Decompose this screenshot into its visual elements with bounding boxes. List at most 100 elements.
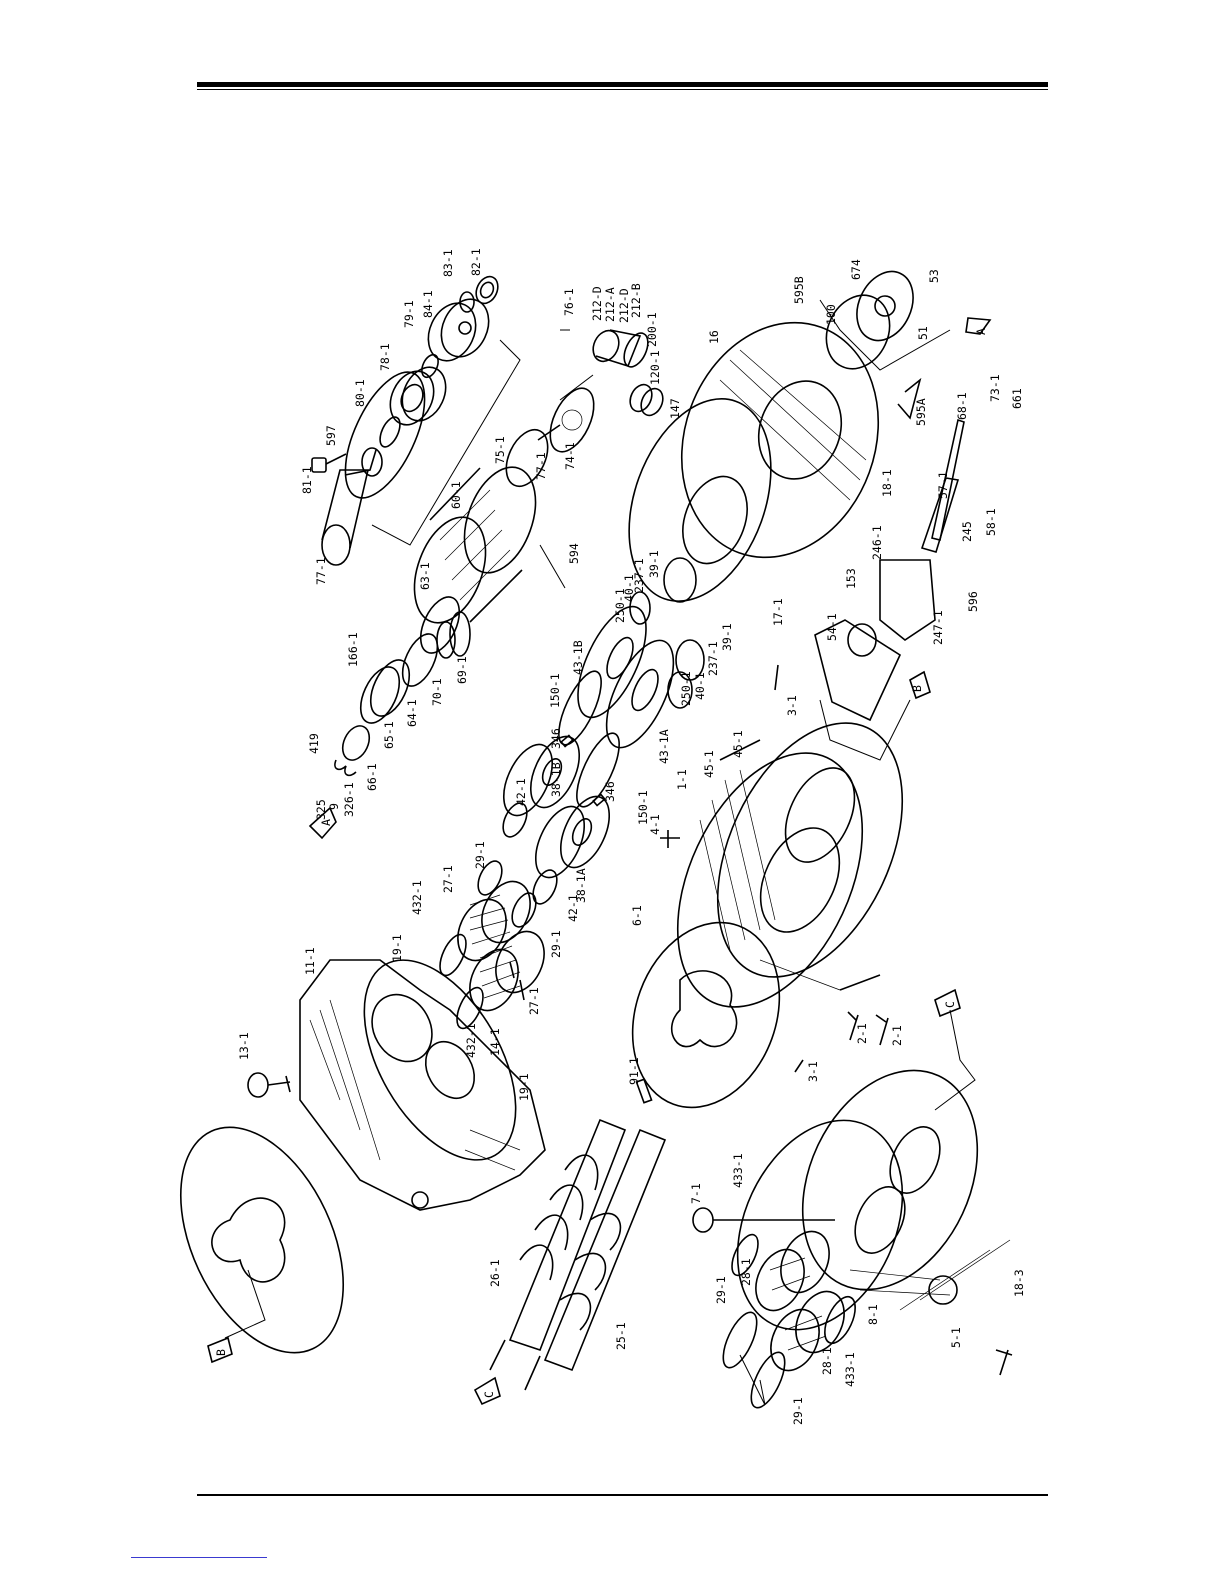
label-64-1: 64-1	[405, 699, 419, 727]
part-212-valve-body	[592, 329, 649, 368]
label-7-1: 7-1	[689, 1183, 703, 1204]
label-6-1: 6-1	[630, 905, 644, 926]
label-5-1: 5-1	[949, 1327, 963, 1348]
label-83-1: 83-1	[441, 249, 455, 277]
label-19-1: 19-1	[517, 1073, 531, 1101]
label-26-1: 26-1	[488, 1259, 502, 1287]
label-45-1: 45-1	[731, 730, 745, 758]
label-84-1: 84-1	[421, 290, 435, 318]
label-419: 419	[307, 733, 321, 754]
label-3-1: 3-1	[806, 1061, 820, 1082]
part-80-1-cover-plate	[344, 371, 426, 499]
label-433-1: 433-1	[843, 1352, 857, 1387]
part-1-1-main-rotor-housing	[676, 722, 904, 1008]
label-79-1: 79-1	[402, 300, 416, 328]
part-25-1-26-1-rotors	[489, 1118, 667, 1391]
header-rule-thin	[197, 89, 1048, 90]
label-74-1: 74-1	[563, 442, 577, 470]
label-54-1: 54-1	[825, 613, 839, 641]
part-16-end-cover	[680, 321, 880, 559]
part-91-1-dowel	[635, 1078, 653, 1104]
part-6-1-gasket	[631, 921, 781, 1109]
arrow-A-right	[965, 317, 992, 335]
footnote-separator	[131, 1557, 267, 1558]
label-27-1: 27-1	[527, 987, 541, 1015]
part-B-gasket	[179, 1126, 345, 1354]
label-237-1: 237-1	[632, 558, 646, 593]
label-432-1: 432-1	[464, 1023, 478, 1058]
arrow-A-top	[308, 806, 337, 840]
header-rule-thick	[197, 82, 1048, 87]
label-39-1: 39-1	[647, 550, 661, 578]
label-18-1: 18-1	[880, 469, 894, 497]
label-60-1: 60-1	[449, 481, 463, 509]
label-245: 245	[960, 521, 974, 542]
label-75-1: 75-1	[493, 436, 507, 464]
part-60-1-slide-valve-housing	[413, 466, 537, 624]
part-54-1-slide-valve	[814, 619, 902, 722]
label-43-1A: 43-1A	[657, 729, 671, 764]
part-77-1-shaft-seal	[321, 447, 383, 566]
label-596: 596	[966, 591, 980, 612]
label-16: 16	[707, 330, 721, 344]
label-77-1: 77-1	[534, 452, 548, 480]
label-53: 53	[927, 269, 941, 283]
label-147: 147	[668, 398, 682, 419]
label-247-1: 247-1	[931, 610, 945, 645]
label-11-1: 11-1	[303, 947, 317, 975]
label-25-1: 25-1	[614, 1322, 628, 1350]
label-8-1: 8-1	[866, 1304, 880, 1325]
label-81-1: 81-1	[300, 466, 314, 494]
label-29-1: 29-1	[473, 841, 487, 869]
part-120-1-fitting	[629, 383, 664, 417]
label-29-1: 29-1	[549, 930, 563, 958]
label-29-1: 29-1	[791, 1397, 805, 1425]
label-120-1: 120-1	[648, 350, 662, 385]
label-4-1: 4-1	[648, 814, 662, 835]
part-5-1-discharge-housing	[736, 1069, 1011, 1331]
label-200-1: 200-1	[645, 312, 659, 347]
part-number-labels: 81-1 597 80-1 78-1 79-1 84-1 83-1 82-1 7…	[214, 248, 1026, 1425]
part-74-1-piston-assembly	[537, 387, 595, 453]
label-595B: 595B	[792, 276, 806, 304]
label-153: 153	[844, 568, 858, 589]
part-13-1-eye-bolt	[247, 1072, 291, 1098]
label-A: A	[974, 328, 988, 335]
label-B: B	[214, 1349, 228, 1356]
label-63-1: 63-1	[418, 562, 432, 590]
arrow-B-left	[207, 1336, 233, 1364]
label-432-1: 432-1	[410, 880, 424, 915]
part-326-1-325-spring-assembly	[334, 725, 371, 777]
part-7-1-eye-bolt	[692, 1207, 835, 1233]
label-77-1: 77-1	[314, 557, 328, 585]
label-150-1: 150-1	[636, 790, 650, 825]
label-C: C	[943, 1001, 957, 1008]
footer-rule	[197, 1494, 1048, 1496]
part-79-1-ring	[421, 353, 439, 379]
label-326-1: 326-1	[342, 782, 356, 817]
label-17-1: 17-1	[771, 598, 785, 626]
label-40-1: 40-1	[693, 672, 707, 700]
label-250-1: 250-1	[613, 588, 627, 623]
label-78-1: 78-1	[378, 343, 392, 371]
label-2-1: 2-1	[890, 1025, 904, 1046]
label-595A: 595A	[914, 398, 928, 426]
label-594: 594	[567, 543, 581, 564]
label-597: 597	[324, 425, 338, 446]
label-246-1: 246-1	[870, 525, 884, 560]
label-325: 325	[314, 799, 328, 820]
label-212-B: 212-B	[629, 283, 643, 318]
label-3-1: 3-1	[785, 695, 799, 716]
label-14-1: 14-1	[488, 1028, 502, 1056]
part-246-1-guide-block	[879, 559, 936, 641]
part-100-51-674-flange	[825, 270, 914, 370]
label-346: 346	[549, 728, 563, 749]
label-57-1: 57-1	[936, 471, 950, 499]
part-69-1-70-1-rings	[419, 596, 471, 659]
label-66-1: 66-1	[365, 763, 379, 791]
label-91-1: 91-1	[627, 1057, 641, 1085]
label-237-1: 237-1	[706, 641, 720, 676]
part-78-1-bearing	[389, 366, 447, 426]
label-B: B	[910, 685, 924, 692]
